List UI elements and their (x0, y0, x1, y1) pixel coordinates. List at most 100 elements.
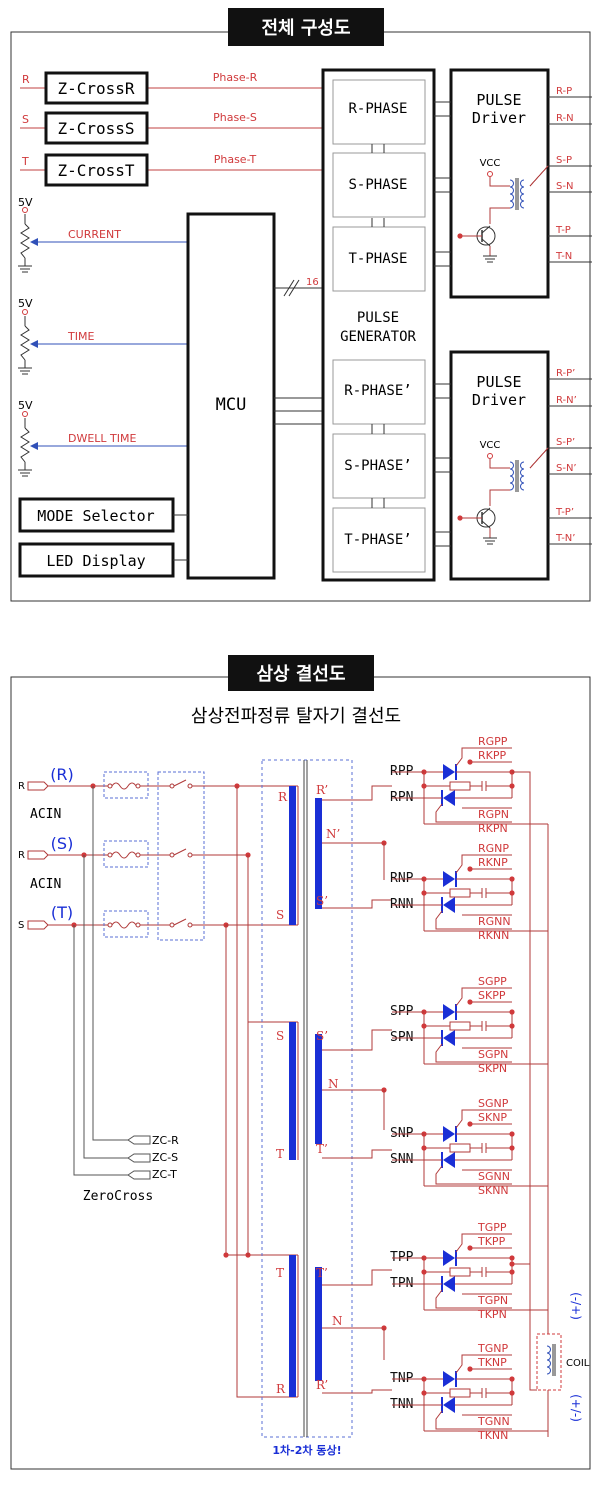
wire (173, 779, 187, 787)
zc-t-wire (73, 925, 128, 1176)
tr2-primary-top: S (276, 1029, 284, 1043)
driver-output-label: S-P’ (556, 437, 575, 448)
gate-label: SGPN (478, 1048, 508, 1061)
mcu-generator-links (274, 397, 323, 425)
wiring-diagram: 삼상 결선도 삼상전파정류 탈자기 결선도 R R S (R) (S) (T) … (10, 655, 591, 1470)
junction-dot (467, 866, 473, 872)
generator-phase-block (332, 433, 426, 499)
input-t-label: T (21, 155, 29, 168)
mcu-label: MCU (216, 395, 247, 415)
resistor-zigzag (20, 427, 30, 463)
zcross-t-box (44, 153, 149, 187)
coil-label: COIL (566, 1358, 590, 1369)
wire (173, 848, 187, 856)
mode-selector-label: MODE Selector (37, 507, 154, 525)
gen-r-phase-prime: R-PHASE’ (344, 383, 411, 399)
transformer-primary-winding (289, 1022, 296, 1160)
gen-t-phase-prime: T-PHASE’ (344, 532, 411, 548)
scr-groups: RPPRPNRGPPRKPPRGPNRKPNRNPRNNRGNPRKNPRGNN… (322, 735, 549, 1442)
wire (455, 747, 512, 767)
tr2-secondary-top: S’ (316, 1029, 328, 1043)
junction-dot (467, 1245, 473, 1251)
wire (435, 803, 512, 823)
zc-s-label: ZC-S (152, 1151, 178, 1164)
coil-winding (546, 1352, 551, 1361)
junction-dot (421, 1145, 427, 1151)
driver2-label-2: Driver (472, 391, 526, 409)
polarity-top: (-/+) (569, 1292, 583, 1320)
gate-label: TGNP (477, 1342, 508, 1355)
driver-output-label: R-P (556, 86, 572, 97)
gate-label: TKPP (477, 1235, 506, 1248)
driver-output-label: R-N (556, 113, 574, 124)
led-display-label: LED Display (46, 552, 145, 570)
gate-label: RGNN (478, 915, 511, 928)
scr-diode-icon (443, 1276, 455, 1292)
wire (322, 1149, 392, 1159)
junction-dot (467, 759, 473, 765)
resistor-zigzag (20, 223, 30, 259)
gate-label: RKPN (478, 822, 508, 835)
wiring-input-3: S (18, 920, 24, 931)
fuse-icon (111, 851, 137, 859)
junction-dot (509, 876, 515, 882)
transformer-primary-winding (289, 1255, 296, 1397)
tr1-primary-bottom: S (276, 908, 284, 922)
junction-dot (467, 1121, 473, 1127)
vcc-terminal (487, 171, 493, 177)
junction-dot (421, 890, 427, 896)
gate-label: SGNP (478, 1097, 509, 1110)
wiring-input-2: R (18, 850, 25, 861)
wire (489, 207, 510, 224)
transformer-coil-icon (520, 482, 525, 491)
gate-label: RGPP (478, 735, 508, 748)
wire (489, 459, 510, 469)
acin-label-1: ACIN (30, 807, 61, 822)
transformer-coil-icon (509, 200, 514, 209)
wire (455, 1109, 512, 1129)
switch-terminal (169, 922, 175, 928)
scr-diode-icon (443, 897, 455, 913)
driver-output-label: R-P’ (556, 368, 575, 379)
terminal (135, 783, 141, 789)
snubber-resistor (449, 1267, 471, 1277)
wire (322, 1029, 392, 1051)
wire (529, 447, 549, 469)
fuse-box (103, 910, 149, 938)
pulse-generator-label-2: GENERATOR (340, 329, 416, 345)
scr-diode-icon (443, 764, 455, 780)
switch-terminal (187, 922, 193, 928)
coil-icon (546, 1344, 556, 1376)
junction-dot (509, 1255, 515, 1261)
transformers (289, 760, 322, 1437)
transformer-coil-icon (509, 482, 514, 491)
resistor-zigzag (20, 325, 30, 361)
junction-dot (509, 1261, 515, 1267)
gate-label: TKNN (477, 1429, 508, 1442)
phase-r-line-label: Phase-R (213, 71, 258, 84)
pot-dwell-voltage: 5V (18, 399, 33, 412)
phase-tag-t: (T) (51, 903, 73, 922)
tr3-secondary-top: T’ (316, 1266, 328, 1280)
driver1-label-1: PULSE (476, 91, 521, 109)
junction-dot (421, 1269, 427, 1275)
driver-output-label: T-P (555, 225, 571, 236)
coil-winding (546, 1359, 551, 1368)
wire (322, 1269, 392, 1286)
terminal (135, 922, 141, 928)
snubber-resistor (449, 1021, 471, 1031)
input-s-label: S (22, 113, 29, 126)
gate-label: SKPN (478, 1062, 507, 1075)
switch-terminal (169, 852, 175, 858)
terminal (107, 783, 113, 789)
junction-dot (467, 999, 473, 1005)
driver-output-label: S-N (556, 181, 573, 192)
input-terminal-icon (27, 781, 49, 791)
zcross-r-box (44, 71, 149, 105)
wiring-title-badge (228, 655, 374, 691)
junction-dot (421, 1023, 427, 1029)
led-display-box (18, 542, 175, 578)
zcross-inputs (20, 87, 325, 171)
bus-width-label: 16 (306, 277, 319, 288)
wire (489, 177, 510, 187)
